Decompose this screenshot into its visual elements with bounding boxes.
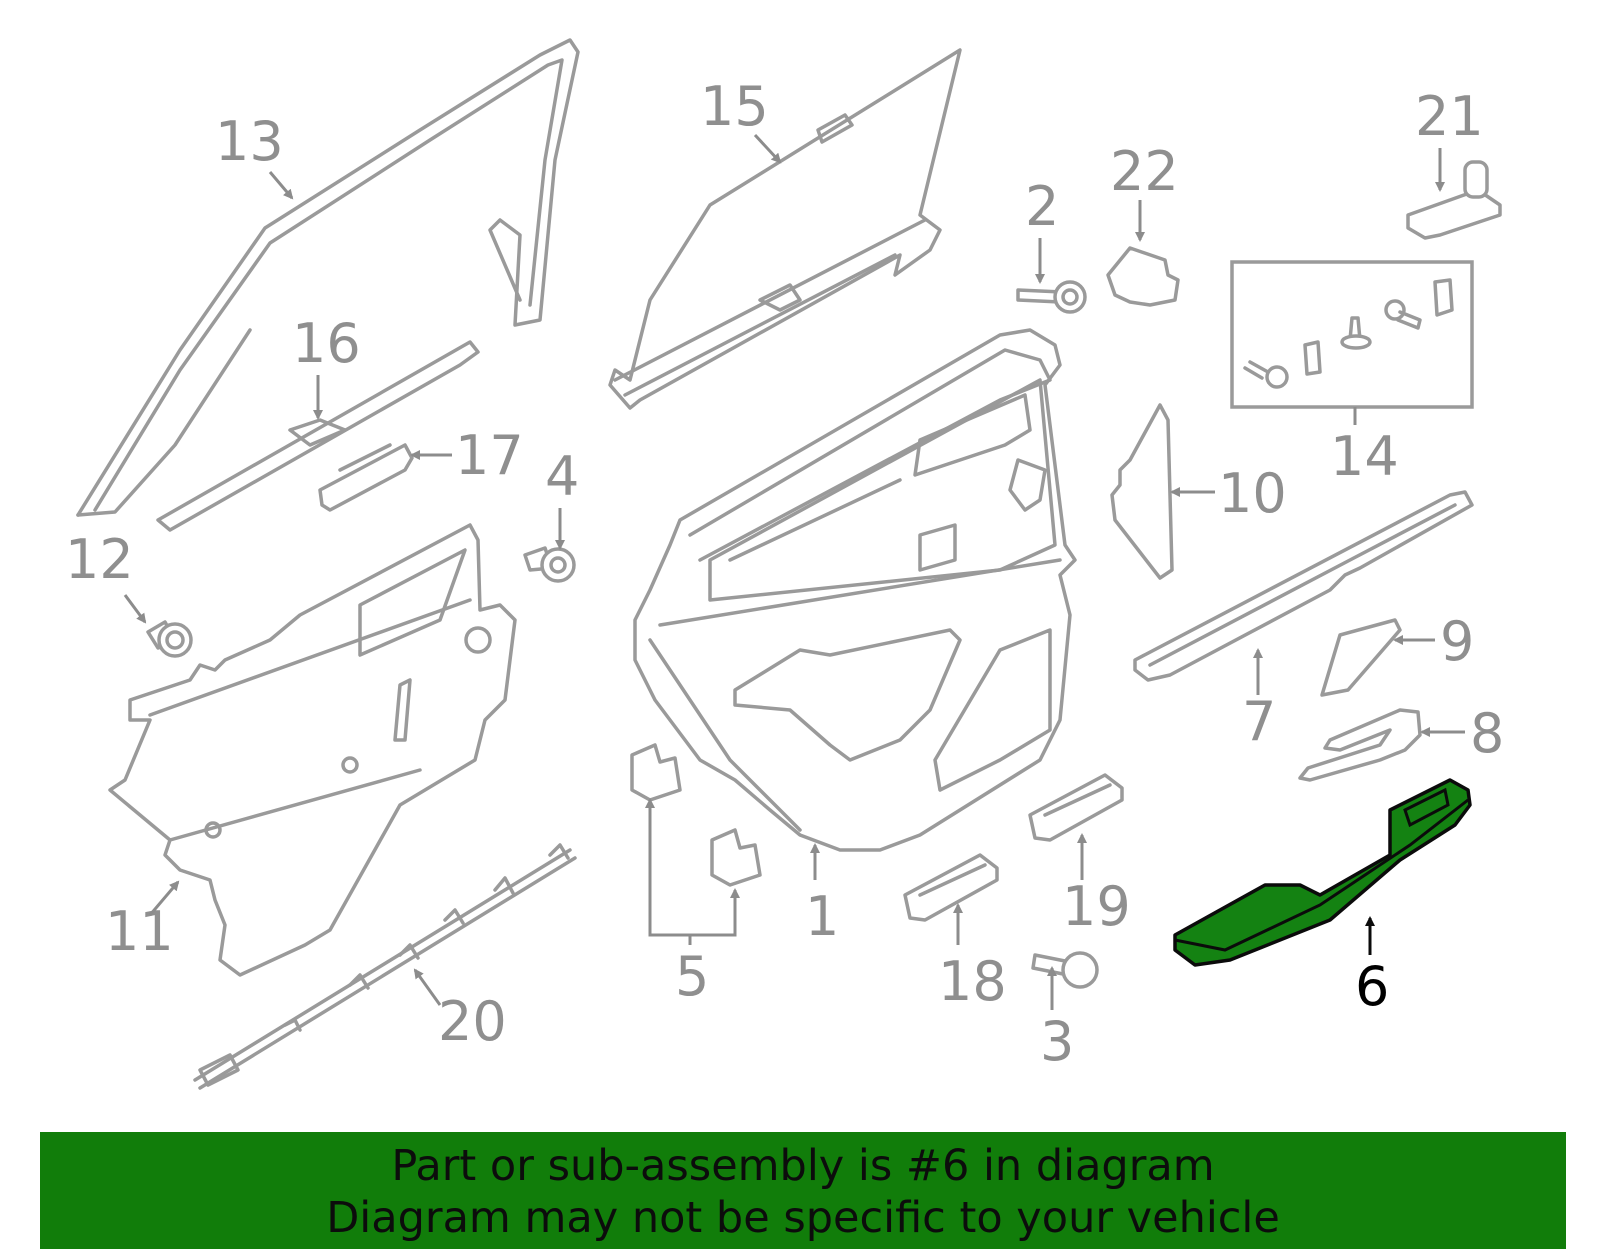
part-18-clip-strip[interactable]	[903, 853, 999, 922]
part-22-cover[interactable]	[1106, 246, 1180, 307]
part-14-hardware-kit[interactable]	[1230, 260, 1474, 409]
callout-14: 14	[1330, 407, 1399, 488]
callout-label-17: 17	[455, 424, 524, 487]
callout-label-11: 11	[105, 900, 174, 963]
callout-label-15: 15	[700, 75, 769, 138]
part-20-wire-harness[interactable]	[193, 843, 577, 1090]
callout-16: 16	[292, 312, 361, 420]
part-16-belt-molding[interactable]	[156, 340, 480, 532]
callout-label-18: 18	[938, 950, 1007, 1013]
callout-label-19: 19	[1062, 875, 1131, 938]
callout-22: 22	[1110, 140, 1179, 242]
banner-line-2: Diagram may not be specific to your vehi…	[326, 1193, 1280, 1243]
callout-label-10: 10	[1218, 462, 1287, 525]
part-2-screw[interactable]	[1016, 280, 1087, 314]
part-15-door-glass[interactable]	[608, 48, 962, 410]
part-1-door-trim-panel[interactable]	[633, 328, 1077, 852]
parts-diagram: 13 15 16 17 12	[65, 38, 1504, 1090]
callout-9: 9	[1393, 610, 1474, 673]
callout-1: 1	[805, 843, 839, 948]
part-11-panel-carrier[interactable]	[108, 523, 517, 977]
part-9-bezel[interactable]	[1320, 618, 1402, 697]
callout-label-3: 3	[1040, 1010, 1074, 1073]
callout-label-2: 2	[1025, 175, 1059, 238]
part-13-window-frame[interactable]	[76, 38, 580, 517]
callout-18: 18	[938, 903, 1007, 1013]
callout-label-12: 12	[65, 528, 134, 591]
callout-label-4: 4	[545, 445, 579, 508]
callout-label-13: 13	[215, 110, 284, 173]
callout-8: 8	[1420, 702, 1504, 765]
banner-line-1: Part or sub-assembly is #6 in diagram	[391, 1141, 1215, 1191]
callout-label-7: 7	[1242, 690, 1276, 753]
callout-5: 5	[645, 798, 740, 1008]
callout-21: 21	[1415, 85, 1484, 192]
callout-11: 11	[105, 880, 180, 963]
callout-2: 2	[1025, 175, 1059, 284]
part-10-trim-piece[interactable]	[1110, 403, 1174, 580]
part-3-screw[interactable]	[1031, 951, 1099, 989]
callout-label-22: 22	[1110, 140, 1179, 203]
callout-7: 7	[1242, 648, 1276, 753]
callout-15: 15	[700, 75, 782, 164]
part-17-clip[interactable]	[318, 443, 414, 512]
callout-4: 4	[545, 445, 579, 550]
callout-label-20: 20	[438, 990, 507, 1053]
part-21-switch[interactable]	[1406, 160, 1502, 240]
callout-label-9: 9	[1440, 610, 1474, 673]
callout-3: 3	[1040, 966, 1074, 1073]
callout-label-5: 5	[675, 945, 709, 1008]
part-6-armrest-highlighted[interactable]	[1173, 778, 1472, 967]
callout-label-21: 21	[1415, 85, 1484, 148]
callout-label-8: 8	[1470, 702, 1504, 765]
part-12-push-pin[interactable]	[146, 620, 193, 658]
callout-10: 10	[1170, 462, 1287, 525]
callout-label-6: 6	[1355, 955, 1389, 1018]
info-banner: Part or sub-assembly is #6 in diagram Di…	[40, 1132, 1566, 1249]
callout-12: 12	[65, 528, 147, 624]
callout-20: 20	[413, 968, 507, 1053]
callout-label-1: 1	[805, 885, 839, 948]
callout-label-14: 14	[1330, 425, 1399, 488]
part-7-trim-strip[interactable]	[1133, 490, 1474, 682]
callout-6: 6	[1355, 916, 1389, 1018]
callout-19: 19	[1062, 833, 1131, 938]
part-5-brackets[interactable]	[630, 743, 762, 887]
callout-13: 13	[215, 110, 294, 200]
part-4-clip[interactable]	[523, 546, 576, 583]
callout-label-16: 16	[292, 312, 361, 375]
part-19-clip-strip[interactable]	[1028, 773, 1124, 842]
callout-17: 17	[410, 424, 524, 487]
part-8-handle-bezel[interactable]	[1298, 708, 1422, 782]
